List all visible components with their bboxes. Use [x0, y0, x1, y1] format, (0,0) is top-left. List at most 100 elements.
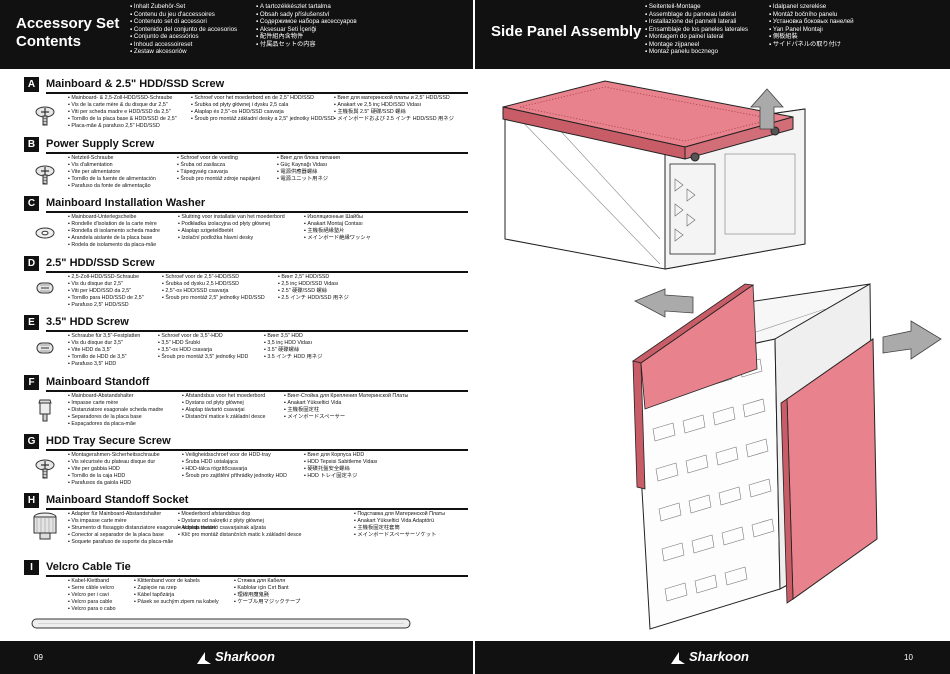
translation-line: Conjunto de acessórios	[130, 33, 237, 41]
translation-line: Šroub pro zajištění přihrádky jednotky H…	[182, 473, 322, 480]
translation-line: Contenido del conjunto de accesorios	[130, 26, 237, 34]
right-header-bar: Side Panel Assembly Seitenteil-MontageAs…	[475, 0, 950, 69]
section-rule	[46, 449, 468, 451]
psu-screw-icon	[34, 164, 56, 191]
translation-column: Стяжка для КабеляKablolar için Cırt Bant…	[234, 578, 374, 606]
translation-line: Alaplap szigetelőbetét	[178, 228, 318, 235]
translation-line: 電源供應器螺絲	[277, 169, 417, 176]
translation-line: Šroub pro montáž zdroje napájení	[177, 176, 317, 183]
translation-line: Vis du disque dur 2,5"	[68, 281, 208, 288]
brand-name: Sharkoon	[215, 649, 275, 664]
section-title: Velcro Cable Tie	[46, 561, 131, 573]
translation-line: Schroef voor de voeding	[177, 155, 317, 162]
translation-line: Винт для блока питания	[277, 155, 417, 162]
translation-line: Izolační podložka hlavní desky	[178, 235, 318, 242]
section-title: Mainboard Installation Washer	[46, 197, 206, 209]
translation-line: 配件組內含物件	[256, 33, 357, 41]
page-number-right: 10	[904, 653, 913, 662]
translation-column: Schroef voor de voedingŚruba od zasilacz…	[177, 155, 317, 183]
translation-line: Mainboard-Abstandshalter	[68, 393, 208, 400]
washer-icon	[34, 226, 56, 245]
title-line-2: Contents	[16, 33, 81, 50]
translation-line: Vis de la carte mère & du disque dur 2,5…	[68, 102, 208, 109]
translation-line: 2,5 inç HDD/SSD Vidası	[278, 281, 418, 288]
translation-line: Anakart Yükseltici Vida	[284, 400, 424, 407]
section-rule	[46, 330, 468, 332]
translation-line: 3.5" 硬碟螺絲	[264, 347, 404, 354]
translation-line: Mainboard-Unterlegscheibe	[68, 214, 208, 221]
translation-line: Anakart Yükseltici Vida Adaptörü	[354, 518, 494, 525]
translation-line: 2.5" 硬碟/SSD 螺絲	[278, 288, 418, 295]
side-panel-translations-col1: Seitenteil-MontageAssemblage du panneau …	[645, 3, 748, 56]
right-side-panel	[780, 338, 878, 604]
translation-line: Separadores de la placa base	[68, 414, 208, 421]
ssd-screw-icon	[34, 280, 56, 301]
translation-line: Impasse carte mère	[68, 400, 208, 407]
translation-line: Tornillo para HDD/SSD de 2,5"	[68, 295, 208, 302]
translation-line: Vite HDD da 3,5"	[68, 347, 208, 354]
section-rule	[46, 390, 468, 392]
translation-line: Adapter für Mainboard-Abstandshalter	[68, 511, 208, 518]
section-rule	[46, 211, 468, 213]
translation-line: Mainboard- & 2,5-Zoll-HDD/SSD-Schraube	[68, 95, 208, 102]
translation-column: Schroef voor de 2,5"-HDD/SSDŚrubka od dy…	[162, 274, 302, 302]
translation-line: HDD-tálca rögzítőcsavarja	[182, 466, 322, 473]
translation-column: Kabel-KlettbandSerre câble velcroVelcro …	[68, 578, 208, 613]
translation-column: Montagerahmen-SicherheitsschraubeVis séc…	[68, 452, 208, 487]
translation-line: Klíč pro montáž distančních matic k zákl…	[178, 532, 318, 539]
top-panel	[502, 80, 794, 162]
translation-line: 2.5 インチ HDD/SSD 用ネジ	[278, 295, 418, 302]
shark-fin-icon	[197, 651, 211, 664]
translation-line: Montaż panelu bocznego	[645, 48, 748, 56]
translation-line: Vis du disque dur 3,5"	[68, 340, 208, 347]
translation-column: Винт для Корпуса HDDHDD Tepsisi Sabitlem…	[304, 452, 444, 480]
translation-line: Alaplap és 2,5"-os HDD/SSD csavarja	[191, 109, 331, 116]
translation-column: Винт 2,5" HDD/SSD2,5 inç HDD/SSD Vidası2…	[278, 274, 418, 302]
translation-line: Montáž bočního panelu	[769, 11, 854, 19]
section-title: Power Supply Screw	[46, 138, 155, 150]
section-letter: D	[24, 256, 39, 271]
section-title: Mainboard & 2.5" HDD/SSD Screw	[46, 78, 225, 90]
side-panel-translations-col2: Idalpanel szereléseMontáž bočního panelu…	[769, 3, 854, 48]
section-letter: G	[24, 434, 39, 449]
translation-column: Винт для материнской платы и 2,5" HDD/SS…	[334, 95, 474, 123]
translation-line: 側板組裝	[769, 33, 854, 41]
translation-line: Installazione dei pannelli laterali	[645, 18, 748, 26]
translation-line: Изоляционные Шайбы	[304, 214, 444, 221]
translation-line: Parafusos da gaiola HDD	[68, 480, 208, 487]
translation-line: Aksesuar Seti İçeriği	[256, 26, 357, 34]
left-side-panel	[632, 283, 758, 490]
sharkoon-logo-right: Sharkoon	[670, 649, 749, 665]
section-letter: B	[24, 137, 39, 152]
translation-line: Alaplap távtartó csavarjai	[182, 407, 322, 414]
translation-line: メインボードスペーサー	[284, 414, 424, 421]
translation-column: Adapter für Mainboard-AbstandshalterVis …	[68, 511, 216, 546]
translation-column: Винт-Стойка для Крепления Материнской Пл…	[284, 393, 424, 421]
velcro-tie-icon	[31, 618, 411, 629]
arrow-left-icon	[634, 288, 694, 318]
section-letter: E	[24, 315, 39, 330]
translation-column: Mainboard-AbstandshalterImpasse carte mè…	[68, 393, 208, 428]
translation-line: Arandela aislante de la placa base	[68, 235, 208, 242]
translation-line: Schraube für 3,5"-Festplatten	[68, 333, 208, 340]
translation-column: Moederbord afstandsbus dopDystans od nak…	[178, 511, 318, 539]
translation-line: Idalpanel szerelése	[769, 3, 854, 11]
translation-line: Vis impasse carte mère	[68, 518, 208, 525]
translation-line: Šroub pro montáž 3,5" jednotky HDD	[158, 354, 298, 361]
translation-line: Śruba HDD ustalająca	[182, 459, 322, 466]
translation-line: Vis d'alimentation	[68, 162, 208, 169]
translation-line: 硬碟托盤安全螺絲	[304, 466, 444, 473]
translation-line: Tornillo de la fuente de alimentación	[68, 176, 208, 183]
translation-line: Винт 2,5" HDD/SSD	[278, 274, 418, 281]
section-letter: H	[24, 493, 39, 508]
translation-column: Schraube für 3,5"-FestplattenVis du disq…	[68, 333, 208, 368]
translation-column: Schroef voor het moederbord en de 2,5" H…	[191, 95, 334, 123]
translation-line: Винт для Корпуса HDD	[304, 452, 444, 459]
translation-line: Inhoud accessoireset	[130, 41, 237, 49]
brand-name: Sharkoon	[689, 649, 749, 664]
translation-line: Montagerahmen-Sicherheitsschraube	[68, 452, 208, 459]
translation-line: Alaplap távtartó csavarjainak aljzata	[178, 525, 318, 532]
section-header-b: B Power Supply Screw	[24, 137, 474, 154]
